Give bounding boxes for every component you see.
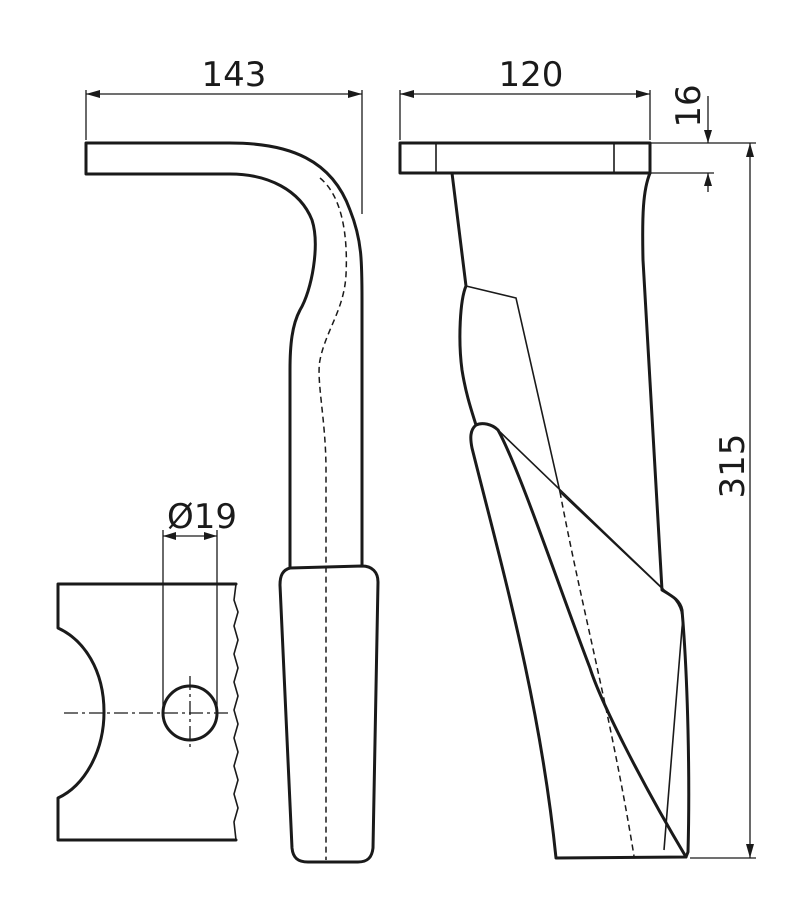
dim-143-arrow-left — [86, 90, 100, 98]
dim-120-label: 120 — [499, 55, 564, 95]
flange-outline — [398, 141, 652, 175]
dim-315-arrow-bottom — [746, 844, 754, 858]
dim-120-arrow-right — [636, 90, 650, 98]
dim-16-label: 16 — [669, 84, 709, 127]
dim-143-label: 143 — [202, 55, 267, 95]
dim-120-arrow-left — [400, 90, 414, 98]
dim-19-label: Ø19 — [167, 497, 237, 537]
hole-detail-view: Ø19 — [56, 497, 239, 842]
detail-break-line — [233, 583, 239, 841]
dim-315-label: 315 — [713, 434, 753, 499]
dim-19-arrow-right — [204, 532, 217, 540]
shank-hidden-line — [318, 177, 348, 860]
boot-outline — [278, 564, 380, 864]
blade-edge — [497, 429, 684, 851]
blade-hidden-line — [559, 491, 635, 857]
dim-16-arrow-bottom — [704, 173, 712, 186]
upper-facet — [465, 285, 665, 591]
front-view: 120 16 315 — [398, 55, 756, 860]
dim-16-arrow-top — [704, 130, 712, 143]
dim-143-arrow-right — [348, 90, 362, 98]
body-outline-right — [641, 171, 691, 859]
blade-outline — [469, 422, 688, 860]
detail-outline — [56, 582, 238, 842]
shank-outline — [84, 141, 364, 570]
side-view: 143 — [84, 55, 380, 864]
dim-19-arrow-left — [163, 532, 176, 540]
dim-315-arrow-top — [746, 143, 754, 157]
body-outline-left — [450, 171, 478, 427]
